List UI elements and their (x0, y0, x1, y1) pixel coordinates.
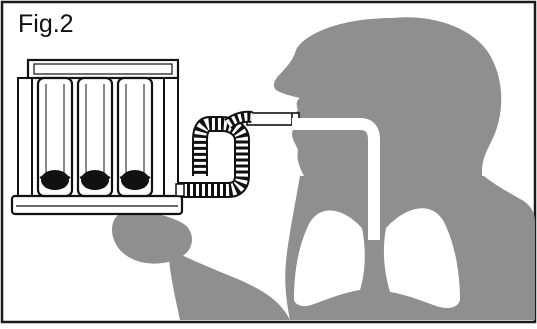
lungs (294, 180, 460, 316)
chamber-3 (116, 76, 154, 198)
hose-connector (175, 183, 185, 197)
spirometer-device (10, 58, 184, 216)
chamber-2 (76, 76, 114, 198)
airway (292, 118, 380, 192)
corrugated-hose (177, 110, 253, 202)
mouthpiece (246, 112, 300, 126)
figure-label: Fig.2 (18, 10, 74, 38)
chamber-1 (36, 76, 74, 198)
